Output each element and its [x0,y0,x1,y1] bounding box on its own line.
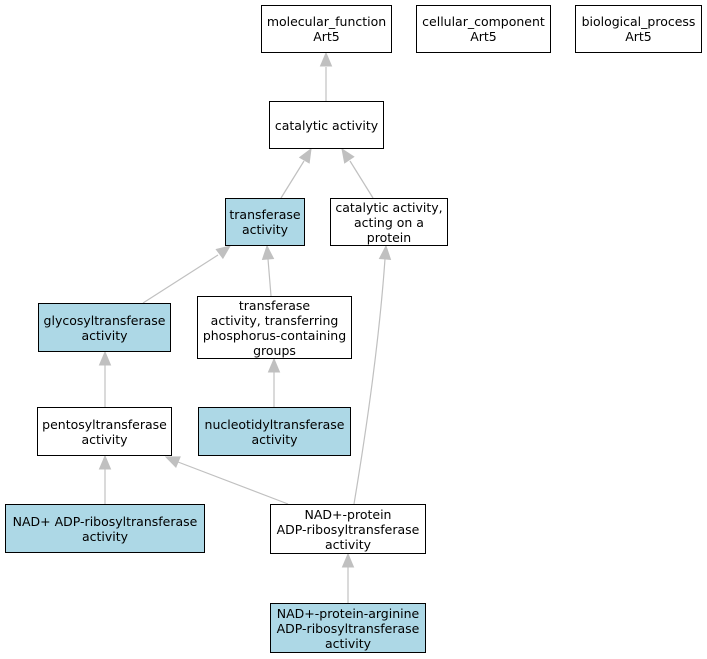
edge-line [349,160,374,199]
edge-arrowhead [341,147,355,164]
edge-arrowhead [164,456,181,468]
edge-arrowhead [319,51,333,67]
edge-catalytic-on-protein-to-catalytic-activity [341,147,374,199]
node-catalytic-activity-acting-on-protein-label: catalytic activity, acting on a protein [335,199,443,245]
edge-line [177,461,289,505]
node-catalytic-activity-label: catalytic activity [274,117,379,133]
node-pentosyltransferase-activity[interactable]: pentosyltransferase activity [37,407,172,456]
node-molecular-function-label: molecular_function Art5 [266,14,387,44]
node-biological-process-label: biological_process Art5 [581,14,696,44]
edge-glycosyltransferase-to-transferase-activity [142,245,232,304]
node-transferase-activity[interactable]: transferase activity [225,198,305,246]
edge-line [267,258,272,297]
edge-nad-protein-adp-to-pentosyltransferase [164,456,289,505]
edge-line [353,258,386,505]
node-molecular-function[interactable]: molecular_function Art5 [261,5,392,53]
node-transferase-phosphorus-groups[interactable]: transferase activity, transferring phosp… [197,296,352,359]
node-nucleotidyltransferase-activity-label: nucleotidyltransferase activity [204,416,345,447]
edge-nad-adp-ribosyl-to-pentosyltransferase [98,454,112,504]
edge-arrowhead [267,357,281,373]
edge-line [142,254,219,304]
edge-nucleotidyltransferase-to-transferase-phosphorus [267,357,281,407]
node-nad-adp-ribosyltransferase-activity-label: NAD+ ADP-ribosyltransferase activity [12,513,198,544]
edge-line [280,160,305,199]
node-nad-protein-arginine-adp-ribosyltransferase-activity-label: NAD+-protein-arginine ADP-ribosyltransfe… [276,605,420,651]
node-transferase-activity-label: transferase activity [229,207,301,237]
edge-pentosyltransferase-to-glycosyltransferase [98,350,112,407]
node-nucleotidyltransferase-activity[interactable]: nucleotidyltransferase activity [198,407,351,456]
edge-nad-protein-arginine-to-nad-protein-adp [341,552,355,603]
edges-layer [98,51,392,603]
node-biological-process[interactable]: biological_process Art5 [575,5,702,53]
edge-catalytic-activity-to-molecular-function [319,51,333,101]
node-cellular-component[interactable]: cellular_component Art5 [416,5,551,53]
node-glycosyltransferase-activity-label: glycosyltransferase activity [43,312,166,343]
edge-transferase-activity-to-catalytic-activity [280,147,312,199]
node-catalytic-activity-acting-on-protein[interactable]: catalytic activity, acting on a protein [330,198,448,246]
node-catalytic-activity[interactable]: catalytic activity [269,101,384,149]
edge-transferase-phosphorus-to-transferase-activity [261,244,275,297]
edge-nad-protein-adp-to-catalytic-on-protein [353,244,392,505]
node-nad-protein-adp-ribosyltransferase-activity[interactable]: NAD+-protein ADP-ribosyltransferase acti… [270,504,426,554]
node-nad-protein-arginine-adp-ribosyltransferase-activity[interactable]: NAD+-protein-arginine ADP-ribosyltransfe… [270,603,426,653]
node-cellular-component-label: cellular_component Art5 [422,14,545,44]
node-transferase-phosphorus-groups-label: transferase activity, transferring phosp… [202,297,347,358]
edge-arrowhead [378,244,392,260]
edge-arrowhead [215,245,232,260]
edge-arrowhead [98,454,112,470]
node-glycosyltransferase-activity[interactable]: glycosyltransferase activity [38,303,171,352]
edge-arrowhead [341,552,355,568]
node-nad-adp-ribosyltransferase-activity[interactable]: NAD+ ADP-ribosyltransferase activity [5,504,205,553]
node-nad-protein-adp-ribosyltransferase-activity-label: NAD+-protein ADP-ribosyltransferase acti… [276,506,420,552]
edge-arrowhead [298,147,312,164]
edge-arrowhead [98,350,112,366]
node-pentosyltransferase-activity-label: pentosyltransferase activity [42,416,167,447]
edge-arrowhead [261,244,275,260]
